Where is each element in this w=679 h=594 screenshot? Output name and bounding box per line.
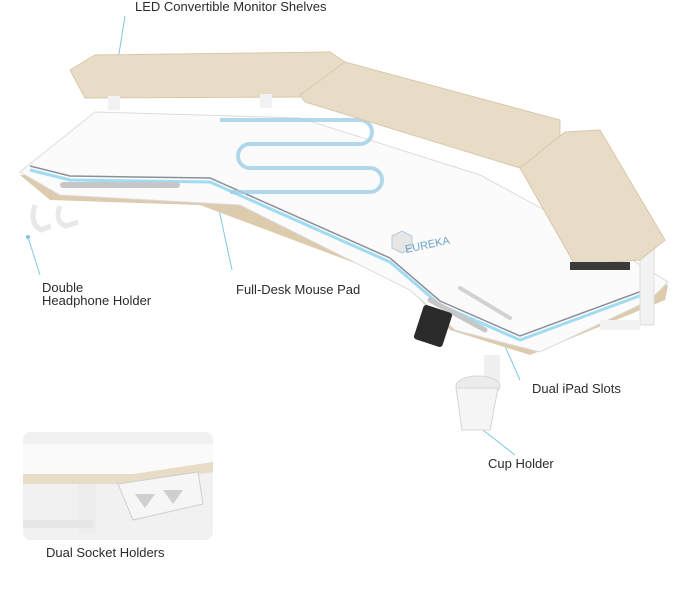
mouse-pad-pattern (220, 118, 384, 194)
label-headphone-line2: Headphone Holder (42, 293, 152, 308)
label-monitor-shelves: LED Convertible Monitor Shelves (135, 0, 327, 14)
monitor-shelves (69, 51, 666, 270)
label-socket-holders: Dual Socket Holders (46, 545, 165, 560)
label-headphone-line1: Double (42, 280, 84, 295)
label-mouse-pad: Full-Desk Mouse Pad (236, 282, 361, 297)
cup-holder (455, 355, 501, 431)
socket-holder-inset (23, 432, 213, 540)
socket-holder-image (23, 432, 213, 540)
label-cup-holder: Cup Holder (488, 456, 554, 471)
label-ipad-slots: Dual iPad Slots (532, 381, 621, 396)
desk-body (19, 111, 669, 355)
